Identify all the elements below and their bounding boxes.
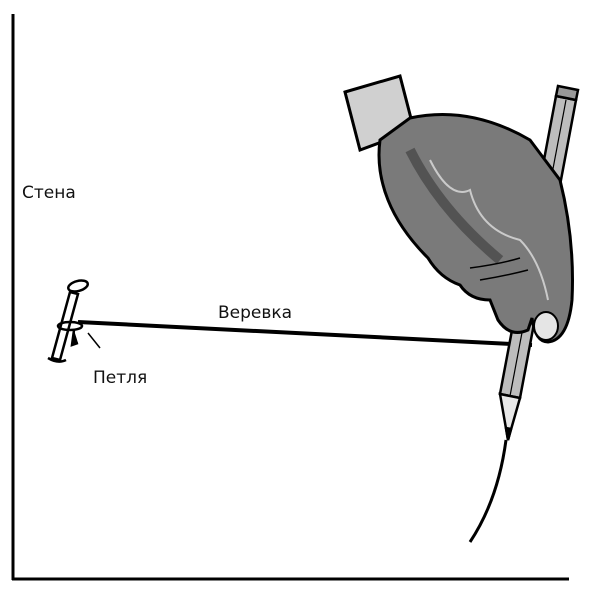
loop-label: Петля — [93, 368, 148, 388]
string-line — [77, 320, 533, 347]
nail-icon — [47, 279, 101, 363]
wall-label: Стена — [22, 183, 76, 203]
hand-icon — [343, 74, 574, 344]
string-label: Веревка — [218, 303, 293, 323]
drawn-arc — [468, 439, 508, 543]
